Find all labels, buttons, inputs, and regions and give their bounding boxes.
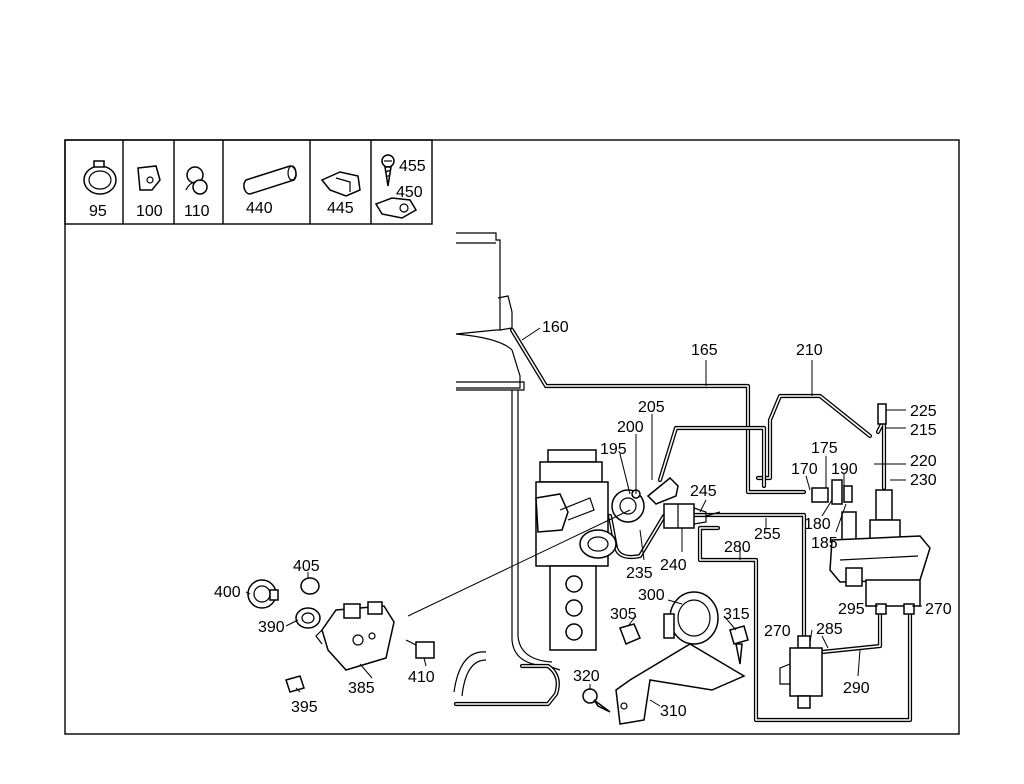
callout-270-right: 270 bbox=[925, 601, 952, 618]
callout-295: 295 bbox=[838, 601, 865, 618]
callout-labels: 160 165 210 205 200 195 225 215 175 170 … bbox=[214, 319, 952, 720]
callout-290: 290 bbox=[843, 680, 870, 697]
callout-175: 175 bbox=[811, 440, 838, 457]
vacuum-reservoir-270 bbox=[779, 635, 823, 709]
bracket-clip-icon bbox=[137, 165, 161, 191]
legend-label-95: 95 bbox=[89, 203, 107, 220]
screw-315 bbox=[729, 625, 749, 665]
callout-165: 165 bbox=[691, 342, 718, 359]
callout-160: 160 bbox=[542, 319, 569, 336]
callout-385: 385 bbox=[348, 680, 375, 697]
legend-label-100: 100 bbox=[136, 203, 163, 220]
callout-205: 205 bbox=[638, 399, 665, 416]
callout-235: 235 bbox=[626, 565, 653, 582]
pipe-clip-icon bbox=[185, 166, 208, 195]
vacuum-pump-300 bbox=[615, 591, 746, 725]
bolt-410 bbox=[405, 639, 435, 659]
callout-195: 195 bbox=[600, 441, 627, 458]
callout-230: 230 bbox=[910, 472, 937, 489]
callout-400: 400 bbox=[214, 584, 241, 601]
callout-405: 405 bbox=[293, 558, 320, 575]
callout-410: 410 bbox=[408, 669, 435, 686]
cap-405 bbox=[300, 577, 320, 595]
diagram-frame bbox=[64, 139, 960, 735]
callout-245: 245 bbox=[690, 483, 717, 500]
vacuum-valve-195 bbox=[611, 476, 679, 523]
callout-215: 215 bbox=[910, 422, 937, 439]
legend-label-110: 110 bbox=[184, 203, 210, 220]
callout-305: 305 bbox=[610, 606, 637, 623]
legend-label-455: 455 bbox=[399, 158, 426, 175]
injection-pump bbox=[535, 449, 617, 651]
callout-225: 225 bbox=[910, 403, 937, 420]
callout-310: 310 bbox=[660, 703, 687, 720]
callout-270-left: 270 bbox=[764, 623, 791, 640]
sleeve-icon bbox=[243, 165, 297, 195]
callout-240: 240 bbox=[660, 557, 687, 574]
vacuum-unit-assembly bbox=[829, 403, 931, 615]
callout-220: 220 bbox=[910, 453, 937, 470]
callout-210: 210 bbox=[796, 342, 823, 359]
clamp-strap-icon bbox=[374, 197, 418, 219]
hose-clamp-icon bbox=[83, 160, 117, 195]
vacuum-lines bbox=[453, 327, 913, 723]
callout-315: 315 bbox=[723, 606, 750, 623]
ring-390 bbox=[295, 607, 321, 629]
callout-285: 285 bbox=[816, 621, 843, 638]
callout-300: 300 bbox=[638, 587, 665, 604]
callout-190: 190 bbox=[831, 461, 858, 478]
callout-255: 255 bbox=[754, 526, 781, 543]
callout-390: 390 bbox=[258, 619, 285, 636]
knob-400 bbox=[247, 579, 279, 609]
callout-320: 320 bbox=[573, 668, 600, 685]
callout-170: 170 bbox=[791, 461, 818, 478]
holder-clip-icon bbox=[320, 171, 361, 197]
leader-lines bbox=[245, 327, 922, 707]
check-valve-240 bbox=[663, 503, 721, 529]
clip-395 bbox=[285, 675, 305, 693]
callout-200: 200 bbox=[617, 419, 644, 436]
legend-label-450: 450 bbox=[396, 184, 423, 201]
callout-185: 185 bbox=[811, 535, 838, 552]
callout-180: 180 bbox=[804, 516, 831, 533]
legend-label-440: 440 bbox=[246, 200, 273, 217]
parts-legend: 95 100 110 440 445 bbox=[64, 139, 433, 225]
callout-395: 395 bbox=[291, 699, 318, 716]
clip-305 bbox=[619, 623, 641, 645]
legend-label-445: 445 bbox=[327, 200, 354, 217]
screw-320 bbox=[582, 688, 611, 713]
callout-280: 280 bbox=[724, 539, 751, 556]
actuator-385 bbox=[315, 601, 395, 671]
screw-icon bbox=[381, 154, 395, 187]
